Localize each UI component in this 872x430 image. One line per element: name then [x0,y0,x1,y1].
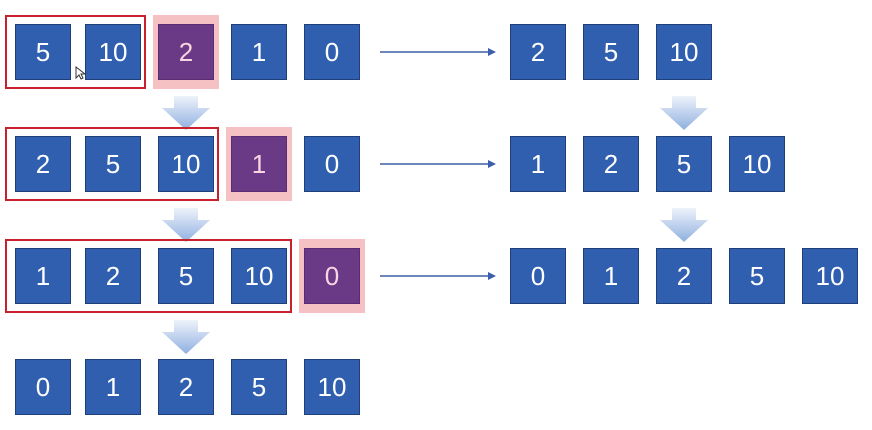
key-element-box: 0 [304,248,360,304]
result-element-box: 2 [510,24,566,80]
key-element-box: 2 [158,24,214,80]
array-element-box: 0 [304,136,360,192]
result-element-box: 5 [729,248,785,304]
result-step-arrow [660,96,708,130]
insert-arrow [380,160,496,168]
mouse-cursor-icon [75,66,87,80]
result-element-box: 1 [583,248,639,304]
result-element-box: 2 [583,136,639,192]
sorted-region-frame [5,127,219,201]
result-element-box: 0 [510,248,566,304]
insert-arrow [380,272,496,280]
final-array-box: 0 [15,359,71,415]
result-element-box: 5 [656,136,712,192]
final-array-box: 2 [158,359,214,415]
result-element-box: 1 [510,136,566,192]
array-element-box: 2 [15,136,71,192]
array-element-box: 1 [15,248,71,304]
result-element-box: 2 [656,248,712,304]
array-element-box: 10 [85,24,141,80]
array-element-box: 5 [158,248,214,304]
final-array-box: 5 [231,359,287,415]
next-step-arrow [162,320,210,354]
insert-arrow [380,48,496,56]
result-step-arrow [660,208,708,242]
result-element-box: 5 [583,24,639,80]
sorted-region-frame [5,15,146,89]
array-element-box: 5 [15,24,71,80]
key-element-box: 1 [231,136,287,192]
result-element-box: 10 [656,24,712,80]
final-array-box: 10 [304,359,360,415]
next-step-arrow [162,208,210,242]
array-element-box: 10 [158,136,214,192]
array-element-box: 10 [231,248,287,304]
array-element-box: 2 [85,248,141,304]
array-element-box: 1 [231,24,287,80]
next-step-arrow [162,96,210,130]
array-element-box: 5 [85,136,141,192]
final-array-box: 1 [85,359,141,415]
result-element-box: 10 [802,248,858,304]
result-element-box: 10 [729,136,785,192]
sorted-region-frame [5,239,292,313]
array-element-box: 0 [304,24,360,80]
